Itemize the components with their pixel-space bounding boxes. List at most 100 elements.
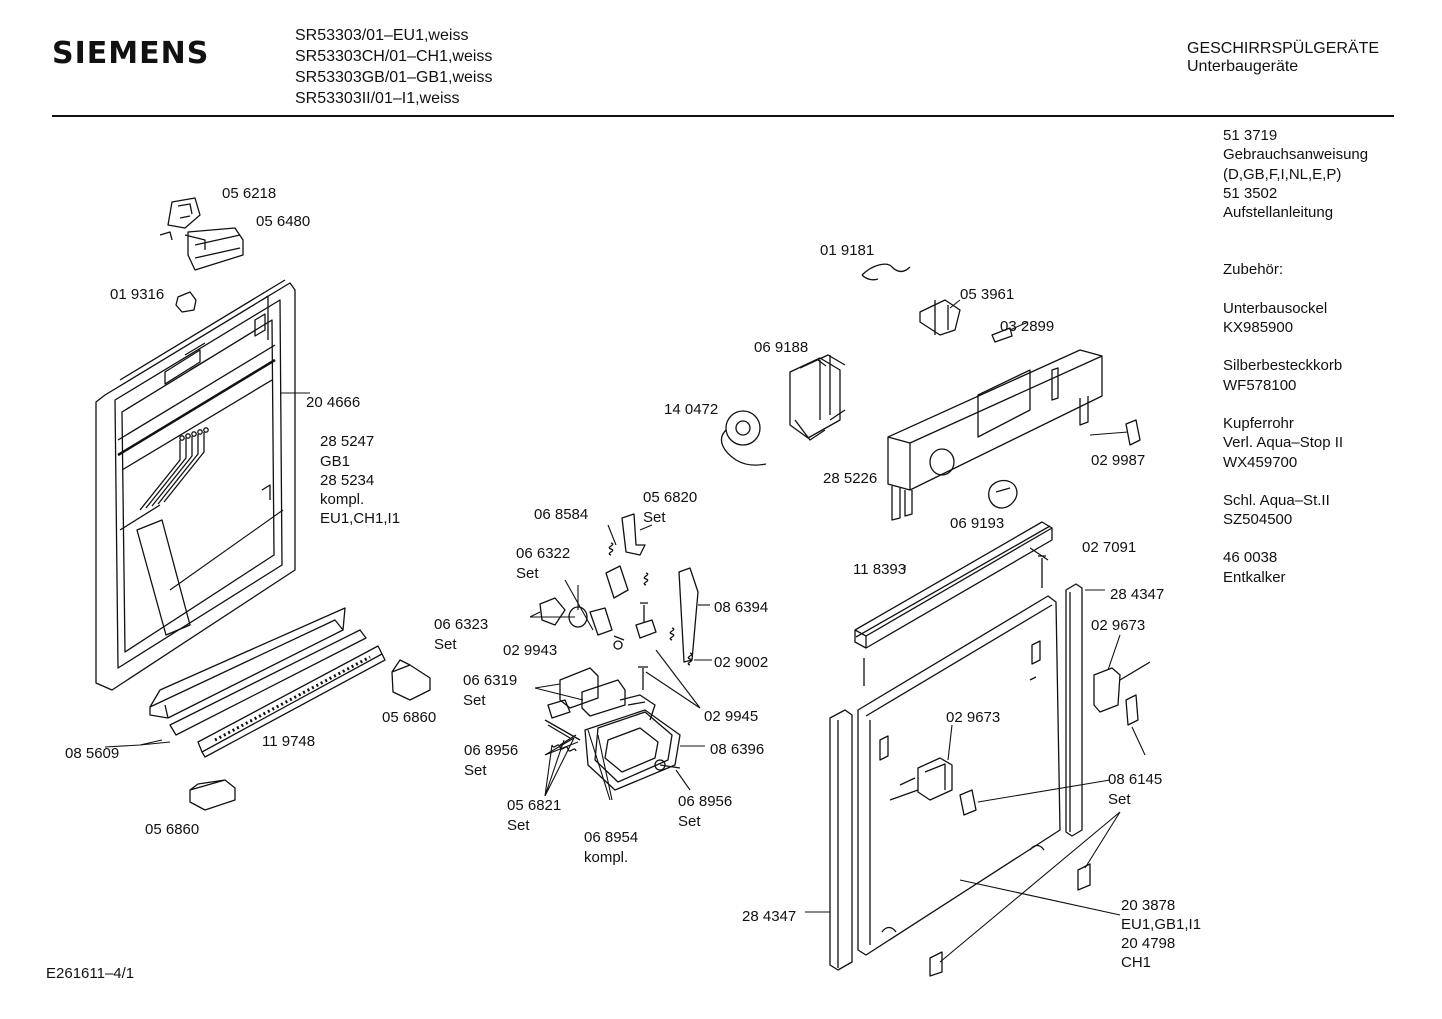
part-label: 06 9188	[754, 339, 809, 356]
part-label: Set	[1108, 791, 1131, 808]
category-subtitle: Unterbaugeräte	[1187, 58, 1299, 75]
part-label: Set	[464, 762, 487, 779]
part-label: 06 8956	[678, 793, 733, 810]
part-label: 28 5226	[823, 470, 878, 487]
part-label: 06 8584	[534, 506, 589, 523]
side-info-line: Schl. Aqua–St.II	[1223, 491, 1330, 509]
part-label: 20 4798	[1121, 935, 1176, 952]
part-label: 02 9943	[503, 642, 558, 659]
part-label: 03 2899	[1000, 318, 1055, 335]
part-label: 02 9002	[714, 654, 769, 671]
part-label: 05 3961	[960, 286, 1015, 303]
side-info-line: Verl. Aqua–Stop II	[1223, 434, 1344, 452]
side-info-line: Unterbausockel	[1223, 299, 1328, 317]
side-info-line: Kupferrohr	[1223, 414, 1294, 432]
part-label: 28 5247	[320, 433, 375, 450]
leader-lines	[104, 299, 1146, 963]
part-label: 28 5234	[320, 472, 375, 489]
bracket-part	[919, 299, 961, 336]
side-strip-right	[1065, 583, 1083, 837]
screw-part	[1038, 555, 1046, 588]
part-label: CH1	[1121, 954, 1152, 971]
springs-and-screws	[551, 542, 693, 752]
model-line: SR53303CH/01–CH1,weiss	[295, 48, 493, 65]
control-panel	[887, 349, 1103, 521]
inner-door-panel	[95, 279, 296, 691]
part-label: Set	[516, 565, 539, 582]
bottom-rail-parts	[149, 607, 386, 758]
side-info-line: KX985900	[1223, 319, 1294, 337]
model-line: SR53303II/01–I1,weiss	[295, 90, 460, 107]
part-label: 11 9748	[262, 733, 316, 750]
side-info-line: 51 3502	[1223, 184, 1278, 202]
part-label: 05 6218	[222, 185, 277, 202]
side-info-line: Zubehör:	[1223, 261, 1284, 279]
part-label: 20 3878	[1121, 897, 1176, 914]
part-label: 06 9193	[950, 515, 1005, 532]
part-label: Set	[678, 813, 701, 830]
foam-block-part-2	[189, 779, 236, 811]
part-label: 08 5609	[65, 745, 120, 762]
outer-door-panel	[857, 595, 1061, 956]
part-label: 02 9987	[1091, 452, 1146, 469]
side-info-line: SZ504500	[1223, 511, 1293, 529]
category-title: GESCHIRRSPÜLGERÄTE	[1187, 40, 1380, 57]
part-label: 06 6322	[516, 545, 571, 562]
program-selector-switch	[789, 354, 846, 441]
side-info-line: Entkalker	[1223, 568, 1286, 586]
model-line: SR53303GB/01–GB1,weiss	[295, 69, 493, 86]
side-info-line: WF578100	[1223, 376, 1297, 394]
drawing-code: E261611–4/1	[46, 965, 135, 982]
part-label: 06 8954	[584, 829, 639, 846]
part-label: 06 8956	[464, 742, 519, 759]
part-label: 02 7091	[1082, 539, 1137, 556]
part-label: 02 9673	[946, 709, 1001, 726]
part-label: 06 6319	[463, 672, 518, 689]
part-label: 28 4347	[1110, 586, 1165, 603]
door-lock-assembly	[539, 513, 699, 791]
part-label: 14 0472	[664, 401, 719, 418]
wire-part	[861, 263, 911, 281]
part-label: GB1	[320, 453, 351, 470]
part-label: EU1,CH1,I1	[320, 510, 401, 527]
hinge-clip-part	[175, 291, 197, 313]
part-label: 08 6394	[714, 599, 769, 616]
side-info-line: Silberbesteckkorb	[1223, 357, 1343, 375]
part-label: 05 6860	[382, 709, 437, 726]
part-label: 06 6323	[434, 616, 489, 633]
part-label: 02 9673	[1091, 617, 1146, 634]
part-label: 05 6860	[145, 821, 200, 838]
header-divider	[52, 115, 1394, 117]
part-label: Set	[434, 636, 457, 653]
part-label: Set	[507, 817, 530, 834]
top-strip-part	[854, 521, 1053, 649]
part-label: EU1,GB1,I1	[1121, 916, 1202, 933]
side-strip-left	[829, 709, 853, 971]
part-label: 28 4347	[742, 908, 797, 925]
knob-part	[988, 479, 1018, 509]
foam-block-part	[391, 659, 431, 701]
door-catch-part	[159, 197, 244, 271]
part-label: 11 8393	[853, 561, 907, 578]
part-label: 01 9181	[820, 242, 875, 259]
part-label: 05 6480	[256, 213, 311, 230]
part-label: 20 4666	[306, 394, 361, 411]
model-line: SR53303/01–EU1,weiss	[295, 27, 469, 44]
side-info-line: Gebrauchsanweisung	[1223, 146, 1369, 164]
brand-logo: SIEMENS	[52, 36, 210, 71]
part-label: 08 6396	[710, 741, 765, 758]
part-label: Set	[463, 692, 486, 709]
side-info-line: WX459700	[1223, 453, 1298, 471]
side-info-line: 46 0038	[1223, 549, 1278, 567]
part-label: kompl.	[584, 849, 629, 866]
part-label: kompl.	[320, 491, 365, 508]
category-heading: GESCHIRRSPÜLGERÄTE Unterbaugeräte	[1187, 40, 1379, 76]
part-label: 05 6821	[507, 797, 562, 814]
side-info-line: (D,GB,F,I,NL,E,P)	[1223, 165, 1342, 183]
part-label: 02 9945	[704, 708, 759, 725]
part-label: 08 6145	[1108, 771, 1163, 788]
model-list: SR53303/01–EU1,weiss SR53303CH/01–CH1,we…	[295, 25, 492, 109]
small-clip-part	[991, 327, 1013, 343]
